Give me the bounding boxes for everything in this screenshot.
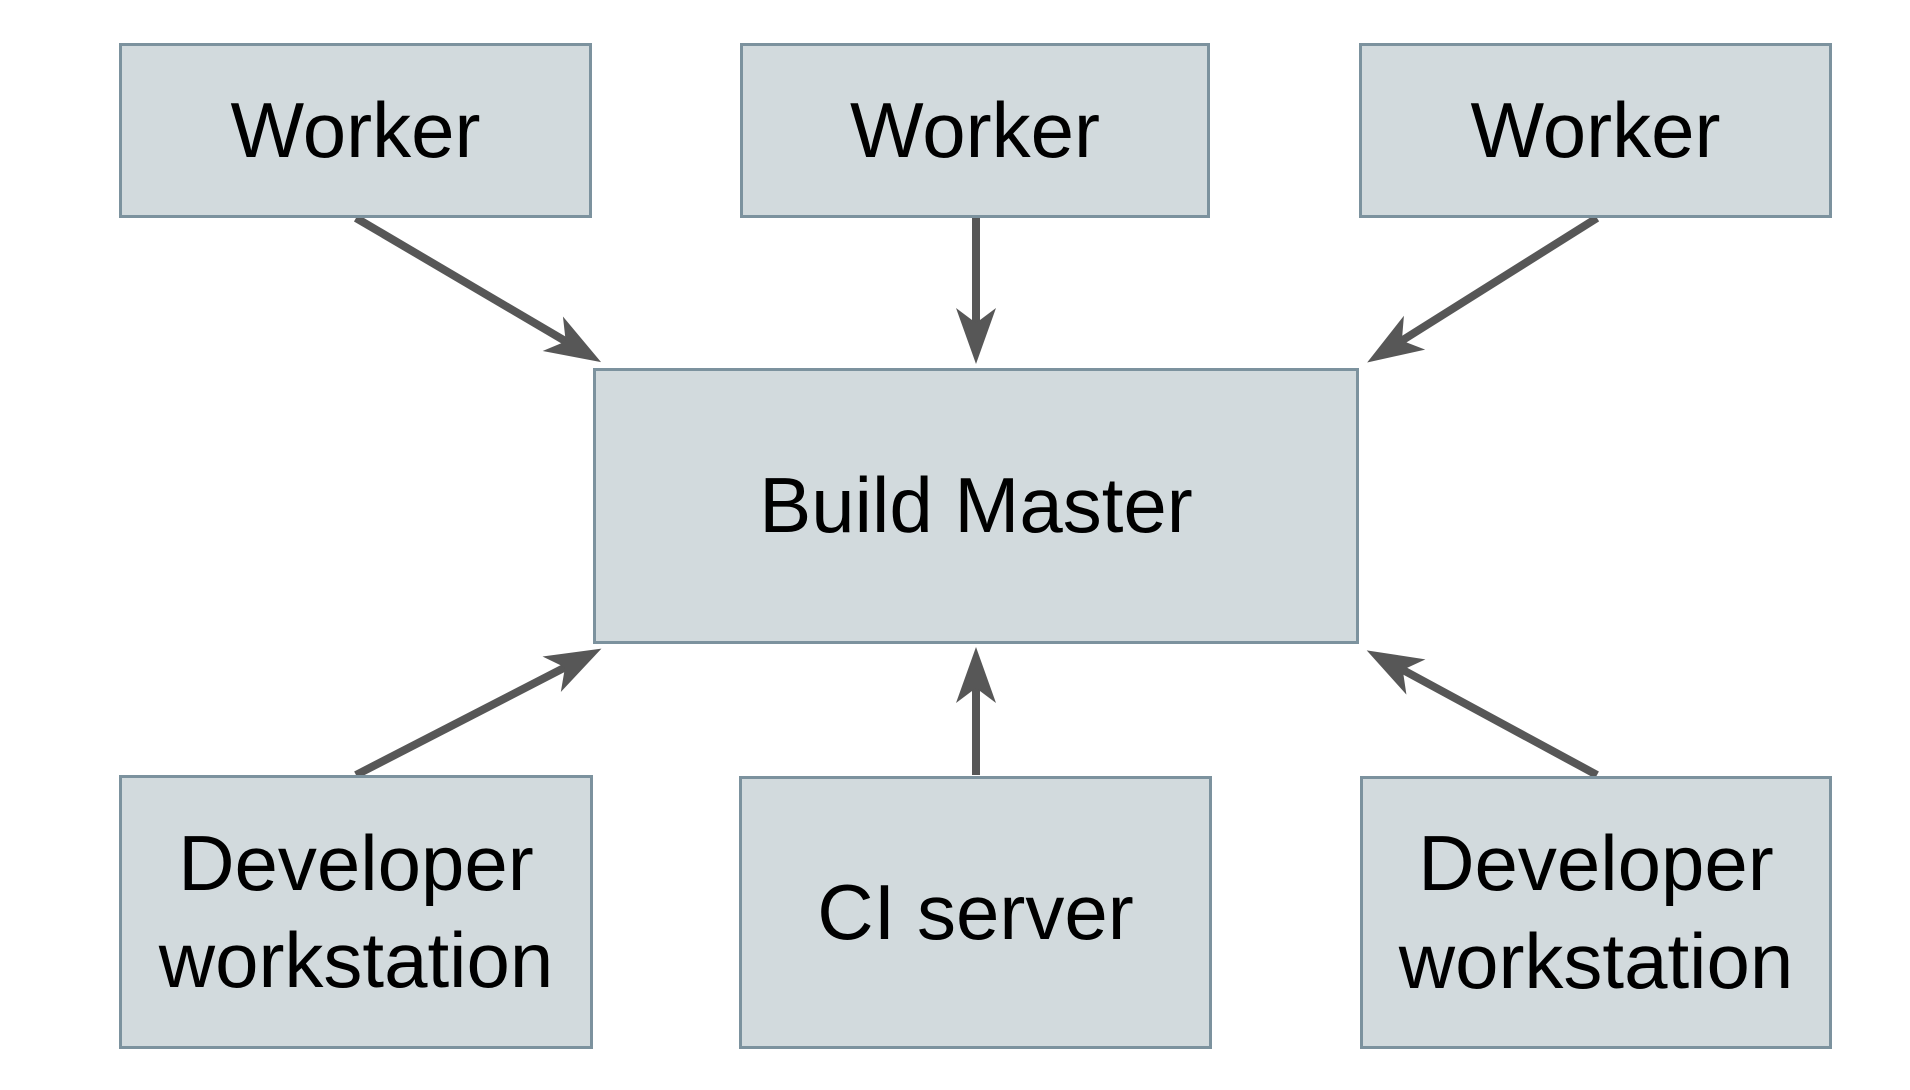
arrow-developer-workstation-right-to-build-master <box>1366 650 1599 779</box>
node-worker-3: Worker <box>1359 43 1832 218</box>
node-worker-3-label: Worker <box>1470 85 1721 174</box>
node-developer-workstation-left: Developer workstation <box>119 775 593 1049</box>
arrow-worker-3-to-build-master <box>1367 214 1600 363</box>
node-ci-server: CI server <box>739 776 1212 1049</box>
node-developer-workstation-right: Developer workstation <box>1360 776 1832 1049</box>
arrow-worker-1-to-build-master <box>353 214 602 363</box>
arrow-developer-workstation-left-to-build-master <box>354 648 602 779</box>
node-worker-2-label: Worker <box>850 85 1100 174</box>
node-build-master-label: Build Master <box>759 461 1193 550</box>
node-worker-1-label: Worker <box>230 85 481 174</box>
node-developer-workstation-right-label: Developer workstation <box>1398 819 1794 1005</box>
node-worker-2: Worker <box>740 43 1210 218</box>
node-developer-workstation-left-label: Developer workstation <box>158 818 554 1005</box>
node-build-master: Build Master <box>593 368 1359 644</box>
node-worker-1: Worker <box>119 43 592 218</box>
node-ci-server-label: CI server <box>817 867 1134 956</box>
